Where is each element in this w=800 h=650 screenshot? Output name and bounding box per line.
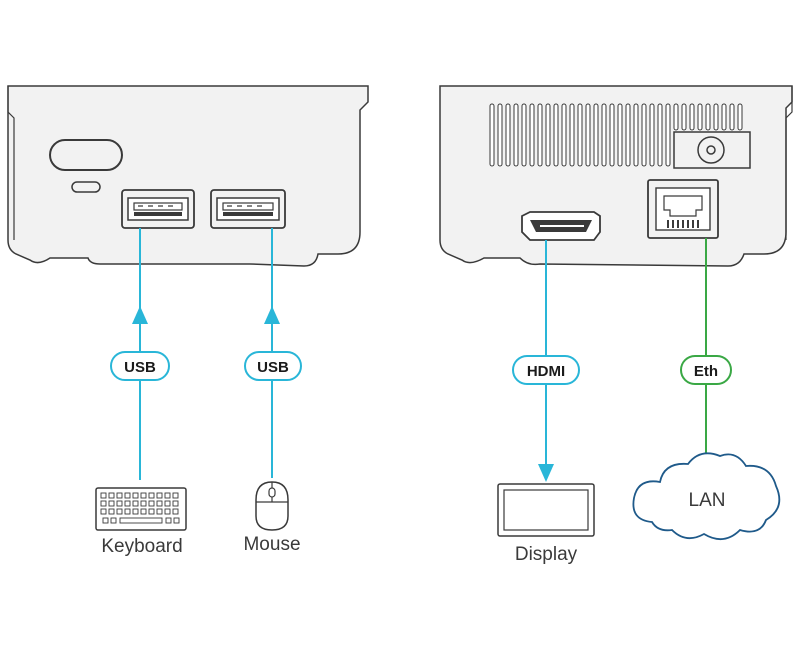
cable-label: Eth bbox=[694, 363, 718, 380]
keyboard-key bbox=[173, 517, 180, 524]
vent-slot bbox=[705, 103, 711, 131]
cloud-icon: LAN bbox=[632, 452, 781, 540]
eth-pill: Eth bbox=[680, 355, 732, 385]
vent-slot bbox=[665, 103, 671, 167]
cable-label: HDMI bbox=[527, 363, 565, 380]
keyboard-key bbox=[132, 492, 139, 499]
dc-power-jack-icon bbox=[673, 131, 751, 169]
ethernet-port-icon bbox=[647, 179, 719, 239]
usb-keyboard-pill: USB bbox=[110, 351, 170, 381]
keyboard-key bbox=[132, 508, 139, 515]
vent-slot bbox=[737, 103, 743, 131]
keyboard-key bbox=[116, 508, 123, 515]
keyboard-key bbox=[100, 508, 107, 515]
keyboard-spacebar bbox=[119, 517, 163, 524]
keyboard-key bbox=[164, 508, 171, 515]
vent-slot bbox=[617, 103, 623, 167]
vent-slot bbox=[681, 103, 687, 131]
vent-slot bbox=[497, 103, 503, 167]
keyboard-key bbox=[102, 517, 109, 524]
vent-slot bbox=[689, 103, 695, 131]
peripheral-label-lan: LAN bbox=[689, 490, 726, 511]
keyboard-key bbox=[148, 492, 155, 499]
front-panel-body bbox=[7, 85, 369, 267]
keyboard-icon bbox=[95, 487, 187, 531]
vent-slot bbox=[537, 103, 543, 167]
usb-mouse-pill: USB bbox=[244, 351, 302, 381]
indicator-led-icon bbox=[71, 181, 101, 193]
peripheral-label-keyboard: Keyboard bbox=[101, 536, 182, 557]
vent-slot bbox=[593, 103, 599, 167]
mouse-icon bbox=[255, 481, 289, 531]
vent-slot bbox=[585, 103, 591, 167]
usb-port-icon bbox=[210, 189, 286, 229]
keyboard-key bbox=[172, 500, 179, 507]
keyboard-key bbox=[108, 492, 115, 499]
keyboard-key bbox=[100, 492, 107, 499]
hdmi-pill: HDMI bbox=[512, 355, 580, 385]
keyboard-key bbox=[172, 492, 179, 499]
vent-slot bbox=[505, 103, 511, 167]
keyboard-key bbox=[148, 508, 155, 515]
vent-slot bbox=[729, 103, 735, 131]
vent-slot bbox=[649, 103, 655, 167]
peripheral-label-mouse: Mouse bbox=[243, 534, 300, 555]
vent-slot bbox=[529, 103, 535, 167]
vent-slot bbox=[545, 103, 551, 167]
usb-port-icon bbox=[121, 189, 195, 229]
display-icon bbox=[497, 483, 595, 537]
keyboard-key bbox=[140, 492, 147, 499]
vent-slot bbox=[673, 103, 679, 131]
keyboard-key bbox=[156, 500, 163, 507]
vent-slot bbox=[569, 103, 575, 167]
keyboard-key bbox=[164, 500, 171, 507]
keyboard-key bbox=[116, 500, 123, 507]
vent-slot bbox=[577, 103, 583, 167]
keyboard-key bbox=[156, 492, 163, 499]
keyboard-key bbox=[140, 508, 147, 515]
keyboard-key bbox=[108, 508, 115, 515]
vent-slot bbox=[601, 103, 607, 167]
keyboard-key bbox=[148, 500, 155, 507]
keyboard-key bbox=[116, 492, 123, 499]
vent-slot bbox=[657, 103, 663, 167]
rear-panel-device bbox=[439, 85, 793, 267]
keyboard-key bbox=[124, 508, 131, 515]
vent-slot bbox=[633, 103, 639, 167]
vent-slot bbox=[641, 103, 647, 167]
hdmi-port-icon bbox=[521, 211, 601, 241]
keyboard-key bbox=[156, 508, 163, 515]
vent-slot bbox=[513, 103, 519, 167]
keyboard-key bbox=[132, 500, 139, 507]
cable-label: USB bbox=[257, 359, 289, 376]
vent-slot bbox=[713, 103, 719, 131]
peripheral-label-display: Display bbox=[515, 544, 578, 565]
keyboard-key bbox=[172, 508, 179, 515]
vent-slot bbox=[561, 103, 567, 167]
vent-slot bbox=[609, 103, 615, 167]
keyboard-key bbox=[164, 492, 171, 499]
vent-slot bbox=[697, 103, 703, 131]
power-button-icon[interactable] bbox=[49, 139, 123, 171]
keyboard-key bbox=[110, 517, 117, 524]
vent-slot bbox=[521, 103, 527, 167]
keyboard-key bbox=[140, 500, 147, 507]
keyboard-key bbox=[124, 500, 131, 507]
vent-slot bbox=[721, 103, 727, 131]
keyboard-key bbox=[100, 500, 107, 507]
vent-slot bbox=[625, 103, 631, 167]
vent-slot bbox=[553, 103, 559, 167]
vent-grille-icon bbox=[489, 103, 743, 167]
keyboard-key bbox=[108, 500, 115, 507]
keyboard-key bbox=[165, 517, 172, 524]
keyboard-key bbox=[124, 492, 131, 499]
vent-slot bbox=[489, 103, 495, 167]
cable-label: USB bbox=[124, 359, 156, 376]
front-panel-device bbox=[7, 85, 369, 267]
